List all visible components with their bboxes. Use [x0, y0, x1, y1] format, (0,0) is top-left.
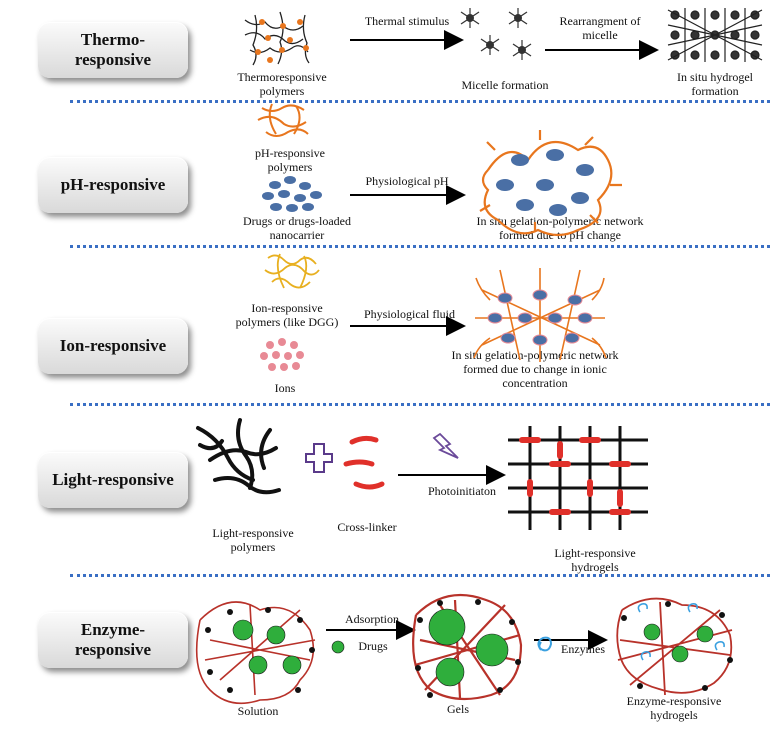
- light-responsive-hydrogels-caption: Light-responsive hydrogels: [554, 546, 636, 574]
- ion-gel-network-icon: [473, 268, 607, 362]
- gels-icon: [412, 593, 523, 701]
- gels-caption: Gels: [447, 702, 469, 716]
- ions-caption: Ions: [274, 381, 296, 395]
- enzyme-responsive-hydrogels-caption: Enzyme-responsive hydrogels: [626, 694, 722, 722]
- solution-caption: Solution: [237, 704, 279, 718]
- divider-3: [70, 403, 770, 406]
- adsorption-caption: Adsorption: [345, 612, 399, 626]
- ion-polymers-icon: [264, 253, 320, 289]
- rearrangement-caption: Rearrangment of micelle: [559, 14, 641, 42]
- enzyme-hydrogel-icon: [616, 597, 733, 696]
- drugs-nanocarrier-caption: Drugs or drugs-loaded nanocarrier: [243, 214, 351, 242]
- ion-in-situ-gelation-caption: In situ gelation-polymeric network forme…: [451, 348, 619, 390]
- light-responsive-polymers-caption: Light-responsive polymers: [212, 526, 294, 554]
- micelles-icon: [460, 8, 532, 60]
- ion-responsive-label-box: Ion-responsive: [38, 318, 188, 374]
- enzyme-responsive-label-box: Enzyme- responsive: [38, 612, 188, 668]
- drugs-caption: Drugs: [358, 639, 388, 653]
- solution-icon: [195, 601, 316, 705]
- thermoresponsive-polymers-icon: [244, 11, 310, 66]
- physiological-ph-caption: Physiological pH: [365, 174, 449, 188]
- ph-responsive-label-box: pH-responsive: [38, 157, 188, 213]
- photoinitiation-caption: Photoinitiaton: [427, 484, 496, 498]
- physiological-fluid-caption: Physiological fluid: [364, 307, 455, 321]
- ion-responsive-polymers-caption: Ion-responsive polymers (like DGG): [235, 301, 339, 329]
- plus-icon: [305, 443, 333, 473]
- divider-2: [70, 245, 770, 248]
- light-polymers-icon: [196, 418, 281, 495]
- hydrogel-network-icon: [667, 8, 763, 62]
- divider-4: [70, 574, 770, 577]
- ph-responsive-polymers-caption: pH-responsive polymers: [255, 146, 325, 174]
- enzyme-responsive-label: Enzyme- responsive: [74, 620, 152, 659]
- drug-particles-icon: [262, 176, 322, 212]
- ph-gel-network-icon: [479, 130, 622, 237]
- light-hydrogel-grid-icon: [508, 426, 648, 530]
- micelle-formation-caption: Micelle formation: [461, 78, 549, 92]
- lightning-icon: [432, 432, 459, 459]
- thermoresponsive-polymers-caption: Thermoresponsive polymers: [237, 70, 327, 98]
- ph-responsive-label: pH-responsive: [60, 175, 166, 194]
- thermal-stimulus-caption: Thermal stimulus: [364, 14, 450, 28]
- light-responsive-label-box: Light-responsive: [38, 452, 188, 508]
- ions-icon: [260, 338, 304, 371]
- thermo-responsive-label: Thermo- responsive: [74, 30, 152, 69]
- in-situ-hydrogel-caption: In situ hydrogel formation: [677, 70, 753, 98]
- cross-linker-icon: [343, 435, 385, 490]
- ph-polymers-icon: [257, 103, 309, 137]
- divider-1: [70, 100, 770, 103]
- enzyme-icon: [537, 636, 553, 652]
- cross-linker-caption: Cross-linker: [337, 520, 397, 534]
- ion-responsive-label: Ion-responsive: [59, 336, 167, 355]
- drug-legend-icon: [331, 640, 345, 654]
- light-responsive-label: Light-responsive: [52, 470, 174, 489]
- thermo-responsive-label-box: Thermo- responsive: [38, 22, 188, 78]
